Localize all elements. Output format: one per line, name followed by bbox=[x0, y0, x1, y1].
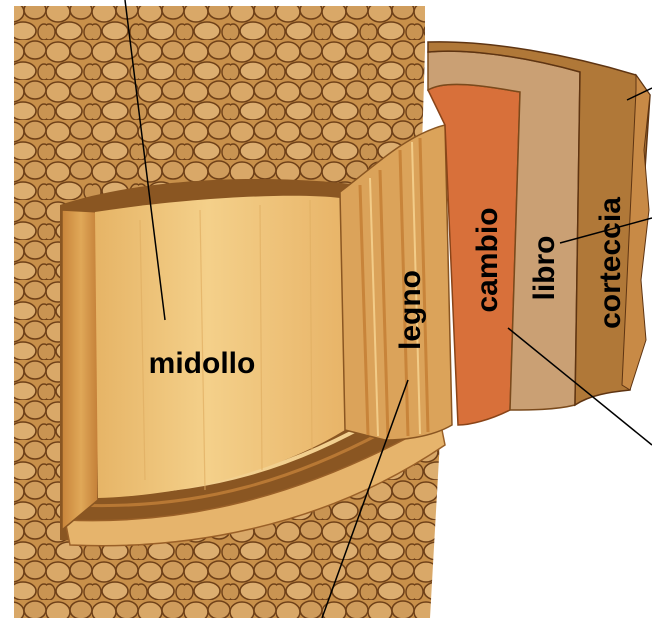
label-midollo: midollo bbox=[149, 347, 256, 380]
label-corteccia: corteccia bbox=[594, 197, 627, 329]
wood-left-rim bbox=[62, 210, 100, 530]
label-libro: libro bbox=[528, 236, 561, 301]
label-cambio: cambio bbox=[471, 207, 504, 312]
label-legno: legno bbox=[394, 270, 427, 350]
